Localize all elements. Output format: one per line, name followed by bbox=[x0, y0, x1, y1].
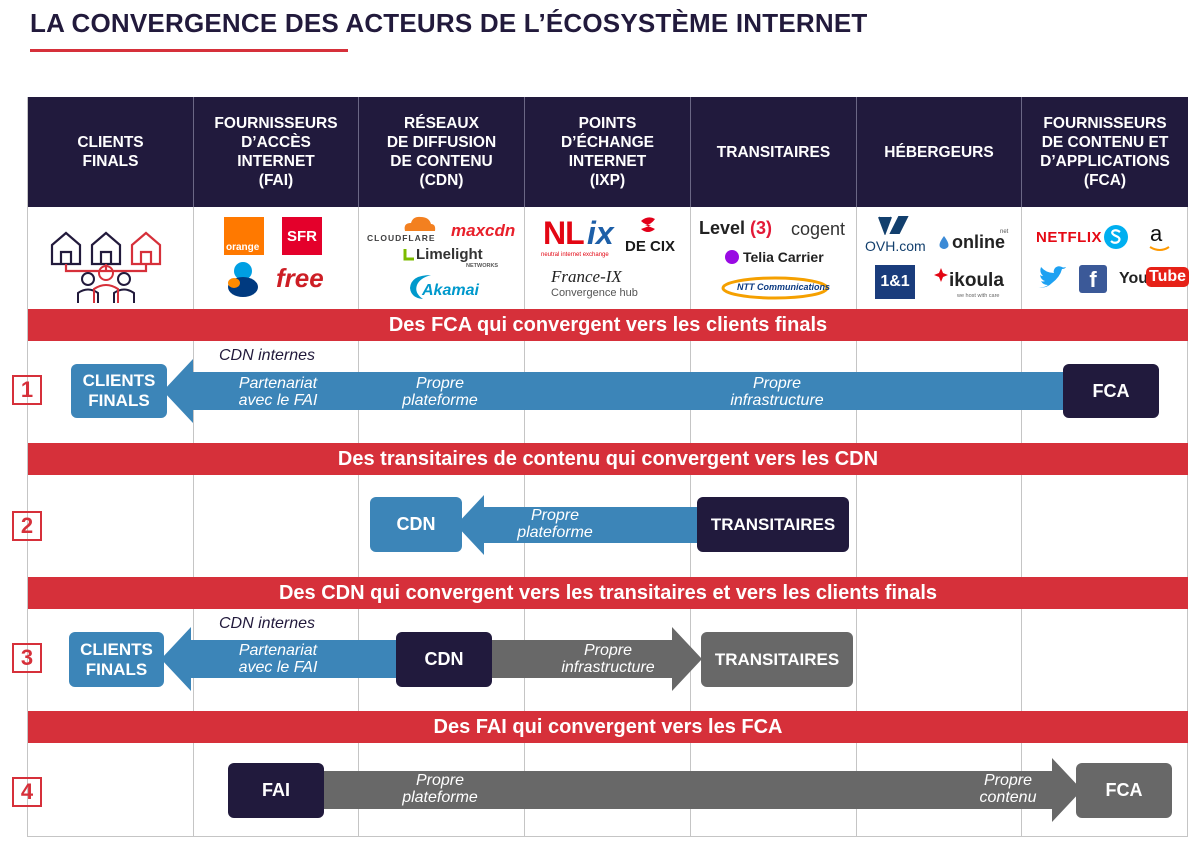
ikoula-logo: ikoula bbox=[949, 270, 1004, 291]
header-fai: FOURNISSEURS D’ACCÈS INTERNET (FAI) bbox=[194, 97, 359, 207]
section-2-band: Des transitaires de contenu qui converge… bbox=[28, 443, 1188, 475]
logo-cell-host: OVH.com online net 1&1 ikoula we host wi… bbox=[857, 207, 1021, 308]
twitter-bird-icon bbox=[1038, 266, 1066, 288]
nlix-logo: NL bbox=[543, 215, 585, 251]
ntt-logo-icon bbox=[721, 276, 829, 300]
header-clients-finals: CLIENTS FINALS bbox=[28, 97, 194, 207]
level3-logo: Level bbox=[699, 218, 746, 238]
amazon-logo: a bbox=[1150, 221, 1163, 246]
section-1-fca-box: FCA bbox=[1063, 364, 1159, 418]
bouygues-logo-icon bbox=[228, 262, 258, 297]
section-4-label-plateforme: Propre plateforme bbox=[402, 772, 478, 806]
ikoula-mark-icon bbox=[934, 268, 948, 282]
online-logo: online bbox=[952, 232, 1005, 252]
ovh-logo: OVH.com bbox=[865, 238, 926, 254]
netflix-logo: NETFLIX bbox=[1036, 229, 1102, 246]
section-2-cdn-box: CDN bbox=[370, 497, 462, 552]
section-2-transitaires-box: TRANSITAIRES bbox=[697, 497, 849, 552]
section-3-cdn-box: CDN bbox=[396, 632, 492, 687]
akamai-logo: Akamai bbox=[422, 282, 479, 299]
section-1-clients-finals-box: CLIENTS FINALS bbox=[71, 364, 167, 418]
page-title: LA CONVERGENCE DES ACTEURS DE L’ÉCOSYSTÈ… bbox=[30, 8, 868, 38]
online-drop-icon bbox=[939, 236, 949, 249]
decix-mark-icon bbox=[641, 217, 655, 232]
oneandone-logo: 1&1 bbox=[875, 265, 915, 299]
nlix-ix-text: ix bbox=[587, 215, 614, 251]
section-1-band: Des FCA qui convergent vers les clients … bbox=[28, 309, 1188, 341]
section-4-arrow-right bbox=[318, 758, 1082, 822]
section-4-label-contenu: Propre contenu bbox=[979, 772, 1037, 806]
section-3-arrow-left bbox=[161, 627, 401, 691]
telia-carrier-logo: Telia Carrier bbox=[743, 249, 824, 265]
section-3-transitaires-box: TRANSITAIRES bbox=[701, 632, 853, 687]
section-1-label-partenariat: Partenariat avec le FAI bbox=[238, 375, 318, 409]
section-3-label-partenariat: Partenariat avec le FAI bbox=[238, 642, 318, 676]
section-3-band: Des CDN qui convergent vers les transita… bbox=[28, 577, 1188, 609]
telia-icon bbox=[725, 250, 739, 264]
logo-cell-clients bbox=[28, 207, 193, 308]
section-4-band: Des FAI qui convergent vers les FCA bbox=[28, 711, 1188, 743]
grid-line bbox=[27, 97, 28, 837]
ikoula-tagline: we host with care bbox=[957, 293, 1000, 299]
section-4-number: 4 bbox=[12, 777, 42, 807]
section-1-number: 1 bbox=[12, 375, 42, 405]
header-ixp: POINTS D’ÉCHANGE INTERNET (IXP) bbox=[525, 97, 691, 207]
skype-icon bbox=[1104, 225, 1128, 249]
section-3-clients-finals-box: CLIENTS FINALS bbox=[69, 632, 164, 687]
decix-logo: DE CIX bbox=[625, 238, 676, 255]
facebook-logo: f bbox=[1079, 265, 1107, 293]
limelight-networks-text: NETWORKS bbox=[466, 263, 499, 269]
cloudflare-cloud-icon bbox=[404, 216, 436, 231]
section-3-cdn-internes: CDN internes bbox=[219, 615, 316, 632]
online-net-text: net bbox=[1000, 229, 1009, 235]
grid-line bbox=[27, 836, 1188, 837]
level3-3-text: (3) bbox=[750, 218, 772, 238]
header-transitaires: TRANSITAIRES bbox=[691, 97, 857, 207]
houses-and-people-icon bbox=[50, 231, 162, 303]
cogent-logo: cogent bbox=[791, 219, 846, 239]
section-4-fai-box: FAI bbox=[228, 763, 324, 818]
limelight-logo: Limelight bbox=[416, 246, 483, 263]
section-2-number: 2 bbox=[12, 511, 42, 541]
section-4-fca-box: FCA bbox=[1076, 763, 1172, 818]
title-underline bbox=[30, 49, 348, 52]
section-1-cdn-internes: CDN internes bbox=[219, 347, 316, 364]
header-fca: FOURNISSEURS DE CONTENU ET D’APPLICATION… bbox=[1022, 97, 1188, 207]
header-cdn: RÉSEAUX DE DIFFUSION DE CONTENU (CDN) bbox=[359, 97, 525, 207]
orange-logo: orange bbox=[224, 217, 264, 255]
akamai-swoosh-icon bbox=[410, 275, 431, 299]
ntt-communications-logo: NTT Communications bbox=[737, 282, 831, 292]
ovh-logo-icon bbox=[878, 216, 909, 235]
franceix-logo: France-IX bbox=[551, 267, 622, 286]
section-1-label-infrastructure: Propre infrastructure bbox=[730, 375, 824, 409]
limelight-icon bbox=[403, 249, 414, 261]
section-2-label-plateforme: Propre plateforme bbox=[517, 507, 593, 541]
youtube-tube-text: Tube bbox=[1146, 267, 1190, 287]
free-logo: free bbox=[276, 263, 324, 293]
sfr-logo: SFR bbox=[282, 217, 322, 255]
logo-cell-ixp: NL ix neutral internet exchange DE CIX F… bbox=[525, 207, 690, 308]
section-2-arrow-left bbox=[456, 495, 702, 555]
logo-cell-fai: orange SFR free bbox=[194, 207, 358, 308]
logo-cell-fca: NETFLIX a f You Tube bbox=[1022, 207, 1190, 308]
amazon-smile-icon bbox=[1149, 246, 1170, 251]
section-3-arrow-right bbox=[488, 627, 702, 691]
franceix-tagline: Convergence hub bbox=[551, 287, 638, 299]
logo-cell-transit: Level (3) cogent Telia Carrier NTT Commu… bbox=[691, 207, 856, 308]
youtube-logo: You bbox=[1119, 270, 1149, 287]
logo-cell-cdn: CLOUDFLARE maxcdn Limelight NETWORKS Aka… bbox=[359, 207, 524, 308]
section-3-label-infrastructure: Propre infrastructure bbox=[561, 642, 655, 676]
section-1-arrow-left bbox=[163, 359, 1070, 423]
maxcdn-logo: maxcdn bbox=[451, 221, 516, 240]
nlix-tagline: neutral internet exchange bbox=[541, 252, 609, 258]
cloudflare-logo: CLOUDFLARE bbox=[367, 233, 436, 243]
header-hebergeurs: HÉBERGEURS bbox=[857, 97, 1022, 207]
section-1-label-plateforme: Propre plateforme bbox=[402, 375, 478, 409]
section-3-number: 3 bbox=[12, 643, 42, 673]
